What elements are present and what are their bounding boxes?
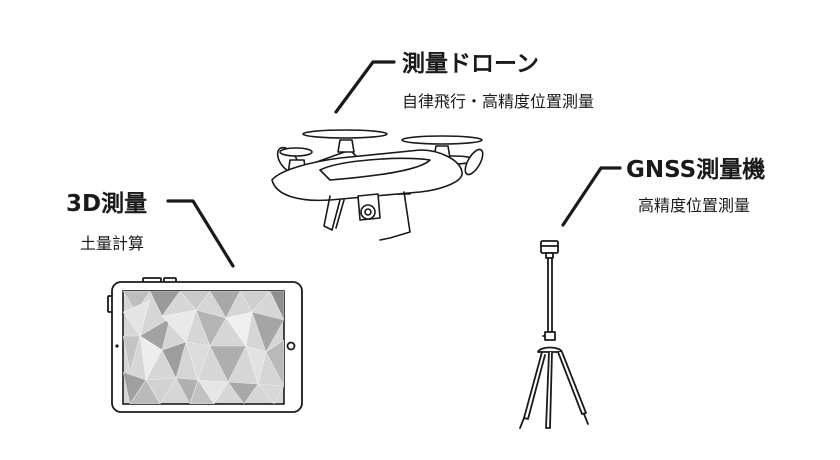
survey3d-subtitle: 土量計算 — [80, 234, 145, 253]
drone-subtitle: 自律飛行・高精度位置測量 — [402, 92, 595, 111]
survey3d-leader-line — [166, 199, 235, 268]
gnss-tripod-illustration — [519, 240, 589, 429]
drone-leader-line — [334, 60, 396, 114]
gnss-subtitle: 高精度位置測量 — [638, 196, 751, 215]
gnss-title: GNSS測量機 — [626, 157, 766, 183]
tablet-screen-3d-mesh — [122, 290, 285, 405]
gnss-leader-line — [561, 166, 622, 227]
drone-title: 測量ドローン — [402, 51, 539, 77]
survey3d-title: 3D測量 — [66, 191, 148, 217]
drone-illustration — [271, 129, 484, 241]
